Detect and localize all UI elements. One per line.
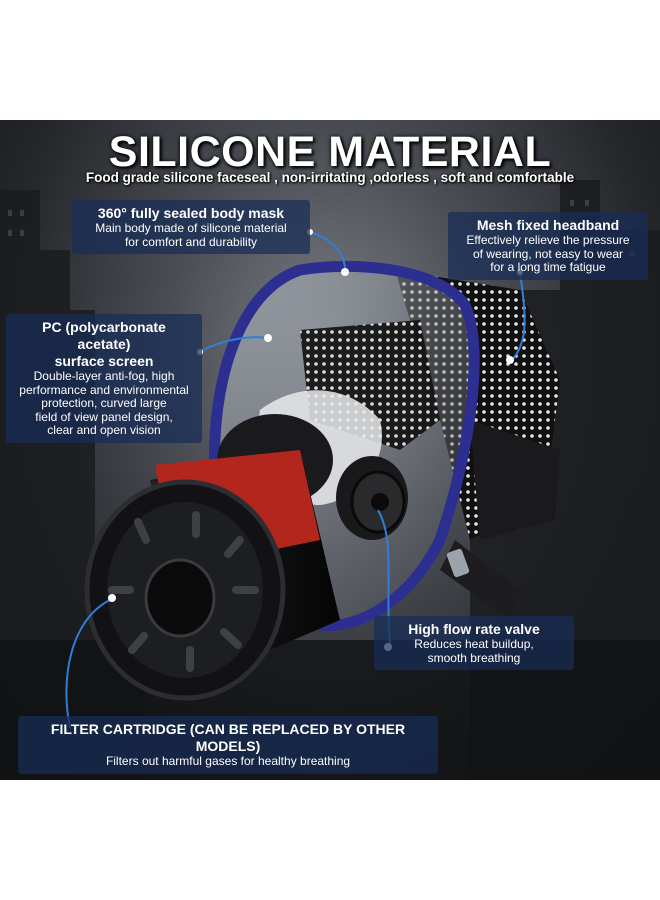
callout-text: for comfort and durability xyxy=(124,234,258,249)
callout-text: clear and open vision xyxy=(47,423,161,437)
callout-heading: Mesh fixed headband xyxy=(476,217,620,233)
callout-valve: High flow rate valve Reduces heat buildu… xyxy=(374,616,574,670)
gas-mask-illustration xyxy=(84,260,560,701)
callout-text: for a long time fatigue xyxy=(490,260,606,274)
callout-text: field of view panel design, xyxy=(35,409,173,424)
callout-heading: surface screen xyxy=(54,353,154,369)
callout-text: Double-layer anti-fog, high xyxy=(33,369,175,383)
callout-heading: PC (polycarbonate acetate) xyxy=(42,319,166,352)
product-poster: SILICONE MATERIAL Food grade silicone fa… xyxy=(0,120,660,780)
callout-text: smooth breathing xyxy=(427,650,521,665)
callout-heading: 360° fully sealed body mask xyxy=(97,205,285,221)
callout-heading: FILTER CARTRIDGE (CAN BE REPLACED BY OTH… xyxy=(50,721,406,754)
callout-body-mask: 360° fully sealed body mask Main body ma… xyxy=(72,200,310,254)
callout-pc-screen: PC (polycarbonate acetate) surface scree… xyxy=(6,314,202,443)
callout-headband: Mesh fixed headband Effectively relieve … xyxy=(448,212,648,280)
poster-title: SILICONE MATERIAL xyxy=(108,128,552,176)
callout-cartridge: FILTER CARTRIDGE (CAN BE REPLACED BY OTH… xyxy=(18,716,438,774)
callout-text: Filters out harmful gases for healthy br… xyxy=(105,754,351,768)
callout-text: Reduces heat buildup, xyxy=(414,637,534,651)
callout-heading: High flow rate valve xyxy=(408,621,540,637)
poster-subtitle: Food grade silicone faceseal , non-irrit… xyxy=(85,170,575,185)
callout-text: protection, curved large xyxy=(41,396,167,410)
callout-text: performance and environmental xyxy=(19,382,189,397)
callout-text: Main body made of silicone material xyxy=(95,221,287,235)
callout-text: of wearing, not easy to wear xyxy=(472,246,624,261)
callout-text: Effectively relieve the pressure xyxy=(466,233,630,247)
